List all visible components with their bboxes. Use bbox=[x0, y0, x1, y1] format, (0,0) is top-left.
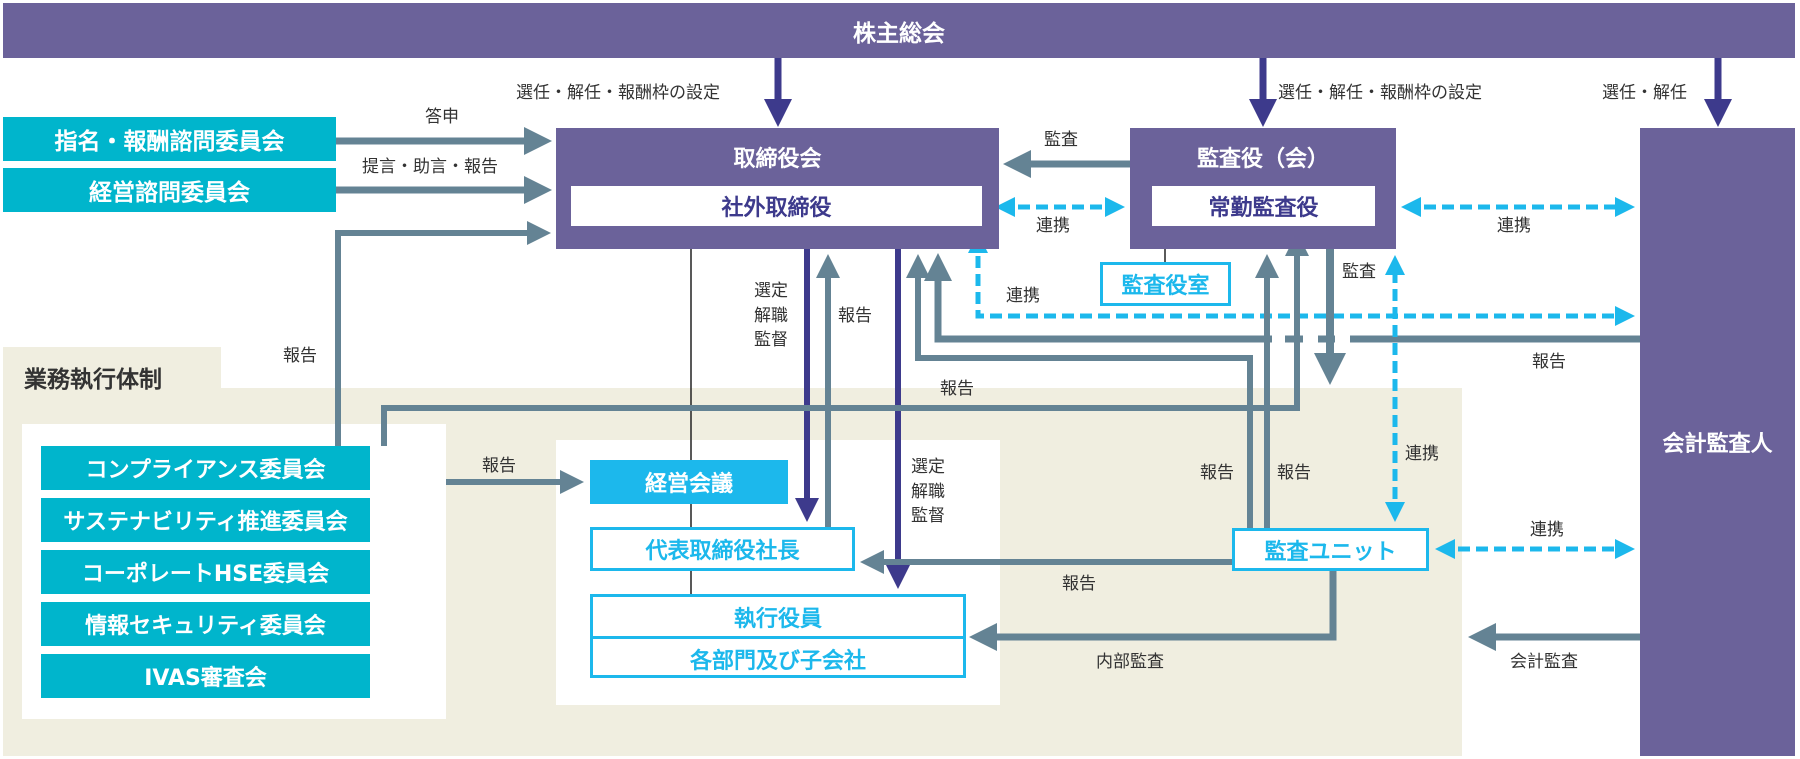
committee-label: IVAS審査会 bbox=[144, 666, 267, 691]
board-title: 取締役会 bbox=[733, 147, 822, 172]
outside-directors: 社外取締役 bbox=[571, 186, 982, 226]
label-audit-board: 監査 bbox=[1044, 130, 1078, 150]
officers-divisions: 執行役員 各部門及び子会社 bbox=[590, 594, 966, 678]
label-appoint-accounting: 選任・解任 bbox=[1602, 83, 1687, 103]
advisory-committee-management: 経営諮問委員会 bbox=[3, 168, 336, 212]
committee-infosec: 情報セキュリティ委員会 bbox=[41, 602, 370, 646]
auditors-office: 監査役室 bbox=[1100, 262, 1231, 306]
label-link-auditors-unit: 連携 bbox=[1405, 444, 1439, 464]
executive-officers: 執行役員 bbox=[593, 597, 963, 639]
arrow-unit-report-board bbox=[906, 254, 1253, 528]
shareholders-meeting: 株主総会 bbox=[3, 3, 1795, 58]
label-report-committee-board: 報告 bbox=[283, 346, 317, 366]
board-of-directors: 取締役会 社外取締役 bbox=[556, 128, 999, 249]
label-report-accounting: 報告 bbox=[1532, 352, 1566, 372]
shareholders-meeting-label: 株主総会 bbox=[853, 20, 945, 47]
label-report-unit-board-2: 報告 bbox=[1200, 463, 1234, 483]
label-link-auditors-accounting: 連携 bbox=[1497, 216, 1531, 236]
execution-area-title: 業務執行体制 bbox=[24, 367, 162, 393]
accounting-auditor-label: 会計監査人 bbox=[1662, 432, 1773, 457]
committee-label: コーポレートHSE委員会 bbox=[81, 562, 330, 587]
label-internal-audit: 内部監査 bbox=[1096, 652, 1164, 672]
label-advisory-2: 提言・助言・報告 bbox=[362, 157, 498, 177]
arrow-committee-report bbox=[335, 221, 551, 446]
committee-ivas: IVAS審査会 bbox=[41, 654, 370, 698]
arrow-accounting-report bbox=[938, 260, 1640, 343]
fulltime-auditor: 常勤監査役 bbox=[1152, 186, 1375, 226]
label-link-board-auditors: 連携 bbox=[1036, 216, 1070, 236]
label-report-unit-president: 報告 bbox=[1062, 574, 1096, 594]
audit-unit: 監査ユニット bbox=[1232, 528, 1429, 571]
arrow-internal-audit bbox=[969, 570, 1337, 651]
label-select-officers: 選定 解職 監督 bbox=[911, 455, 951, 529]
label-link-board-accounting: 連携 bbox=[1006, 286, 1040, 306]
president: 代表取締役社長 bbox=[590, 527, 855, 571]
arrow-committee-report-auditors bbox=[381, 232, 1309, 446]
link-board-accounting bbox=[975, 238, 1635, 326]
label-report-president: 報告 bbox=[838, 306, 872, 326]
committee-label: サステナビリティ推進委員会 bbox=[63, 510, 348, 535]
execution-area-tab bbox=[3, 347, 221, 392]
label-audit-auditors: 監査 bbox=[1342, 262, 1376, 282]
label-advisory-1: 答申 bbox=[425, 107, 459, 127]
committee-compliance: コンプライアンス委員会 bbox=[41, 446, 370, 490]
label-appoint-auditors: 選任・解任・報酬枠の設定 bbox=[1278, 83, 1482, 103]
audit-board-title: 監査役（会） bbox=[1196, 147, 1329, 172]
label-link-unit-accounting: 連携 bbox=[1530, 520, 1564, 540]
accounting-auditor: 会計監査人 bbox=[1640, 128, 1795, 756]
label-appoint-board: 選任・解任・報酬枠の設定 bbox=[516, 83, 720, 103]
advisory-label: 指名・報酬諮問委員会 bbox=[54, 129, 285, 155]
committee-hse: コーポレートHSE委員会 bbox=[41, 550, 370, 594]
audit-board: 監査役（会） 常勤監査役 bbox=[1130, 128, 1396, 249]
committee-label: コンプライアンス委員会 bbox=[85, 458, 326, 483]
label-select-president: 選定 解職 監督 bbox=[754, 279, 794, 353]
label-text: 選定 解職 監督 bbox=[911, 457, 945, 527]
label-report-unit-auditors: 報告 bbox=[1277, 463, 1311, 483]
label-report-committee-meeting: 報告 bbox=[482, 456, 516, 476]
committee-sustainability: サステナビリティ推進委員会 bbox=[41, 498, 370, 542]
advisory-committee-nomination: 指名・報酬諮問委員会 bbox=[3, 117, 336, 161]
committee-label: 情報セキュリティ委員会 bbox=[85, 614, 326, 639]
label-text: 選定 解職 監督 bbox=[754, 281, 788, 351]
divisions-subsidiaries: 各部門及び子会社 bbox=[689, 648, 866, 674]
management-meeting: 経営会議 bbox=[590, 460, 788, 504]
label-accounting-audit: 会計監査 bbox=[1510, 652, 1578, 672]
advisory-label: 経営諮問委員会 bbox=[89, 180, 250, 206]
label-report-unit-board: 報告 bbox=[940, 379, 974, 399]
